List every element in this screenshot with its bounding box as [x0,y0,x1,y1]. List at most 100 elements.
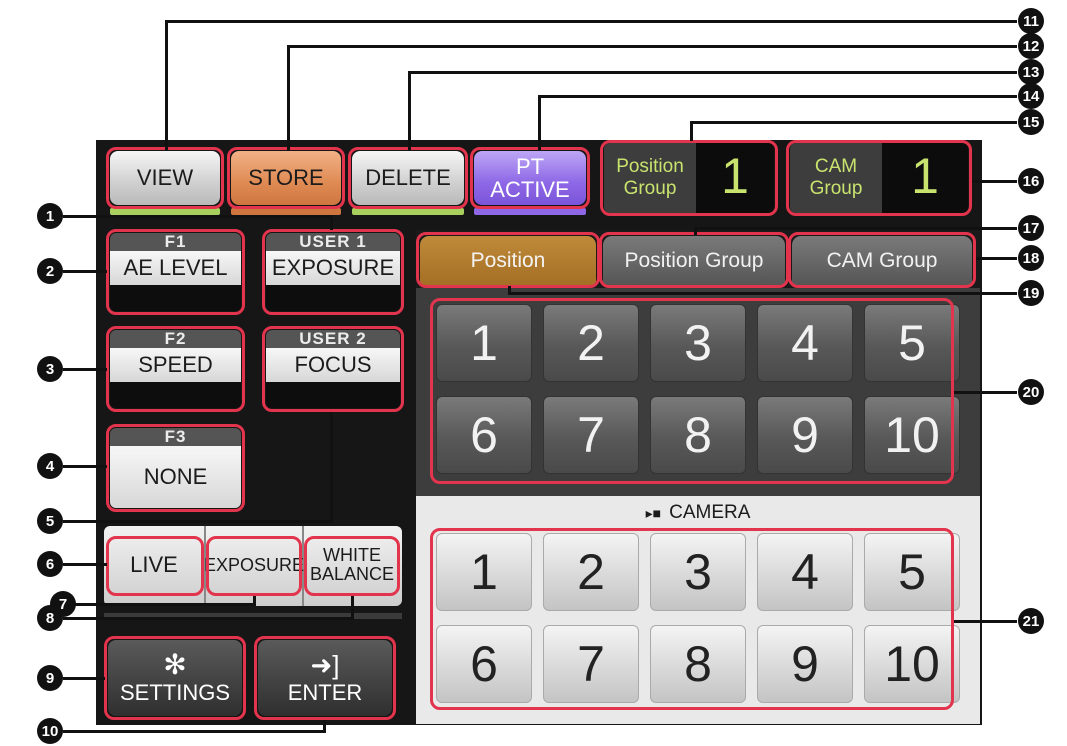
camera-button[interactable]: 2 [543,533,639,611]
callout-badge-3: 3 [37,356,63,382]
f1-outline [106,229,245,315]
callout-line-6 [63,563,107,566]
position-button[interactable]: 3 [650,304,746,382]
gear-icon: ✻ [163,649,187,680]
callout-line-15-v [690,121,693,141]
camera-button[interactable]: 3 [650,533,746,611]
callout-badge-19: 19 [1018,280,1044,306]
callout-badge-11: 11 [1018,8,1044,34]
callout-line-12-v [287,45,290,150]
f1-label: AE LEVEL [110,251,241,285]
callout-line-18 [976,257,1017,260]
tab-position[interactable]: Position [420,236,596,286]
camera-grid-outline [430,528,954,710]
callout-line-19-v [508,286,511,294]
camera-button[interactable]: 10 [864,625,960,703]
callout-badge-5: 5 [37,508,63,534]
camera-title: CAMERA [669,502,751,523]
white-balance-button[interactable]: WHITE BALANCE [304,538,400,592]
mode-divider-1 [204,526,206,606]
callout-line-8-v [351,596,354,620]
position-button[interactable]: 5 [864,304,960,382]
f3-tag: F3 [110,428,241,446]
enter-button[interactable]: ➜] ENTER [258,640,392,716]
position-button[interactable]: 1 [436,304,532,382]
cam-group-value: 1 [911,148,939,204]
settings-outline [104,636,246,720]
callout-line-14-h [538,95,1017,98]
f3-key[interactable]: F3 NONE [110,428,241,508]
callout-line-1-h [63,215,333,218]
user1-outline [262,229,404,315]
callout-line-20 [954,391,1017,394]
camera-button[interactable]: 9 [757,625,853,703]
user2-key[interactable]: USER 2 FOCUS [266,330,400,408]
callout-badge-21: 21 [1018,608,1044,634]
callout-line-8-h [63,617,354,620]
tab-position-group-outline [599,232,789,288]
f1-tag: F1 [110,233,241,251]
callout-line-10-v [323,720,326,733]
position-button[interactable]: 8 [650,396,746,474]
live-outline [106,536,204,596]
camera-button[interactable]: 1 [436,533,532,611]
camera-button[interactable]: 7 [543,625,639,703]
user2-label: FOCUS [266,348,400,382]
callout-line-19-h [508,292,1017,295]
callout-line-4 [63,465,107,468]
callout-line-11-h [165,20,1017,23]
callout-line-9 [63,677,105,680]
callout-line-10-h [63,730,326,733]
callout-badge-13: 13 [1018,59,1044,85]
callout-line-3 [63,368,107,371]
tab-cam-group[interactable]: CAM Group [792,236,972,286]
callout-line-7-h [63,603,256,606]
white-balance-line1: WHITE [323,545,381,566]
callout-line-21 [954,620,1017,623]
callout-line-16 [972,180,1017,183]
user1-key[interactable]: USER 1 EXPOSURE [266,233,400,311]
camera-button[interactable]: 4 [757,533,853,611]
position-group-value: 1 [721,148,749,204]
callout-line-1-v [330,215,333,230]
pt-active-line2: ACTIVE [490,177,570,202]
camera-button[interactable]: 6 [436,625,532,703]
store-outline [227,147,345,209]
f3-label: NONE [110,446,241,508]
position-button[interactable]: 10 [864,396,960,474]
view-button[interactable]: VIEW [110,151,220,205]
pt-active-button[interactable]: PT ACTIVE [474,151,586,205]
mode-divider-2 [302,526,304,606]
live-button[interactable]: LIVE [130,552,178,578]
callout-badge-14: 14 [1018,83,1044,109]
settings-button[interactable]: ✻ SETTINGS [108,640,242,716]
callout-line-12-h [287,45,1017,48]
callout-badge-17: 17 [1018,215,1044,241]
exposure-mode-button[interactable]: EXPOSURE [203,554,305,575]
callout-line-2 [63,270,107,273]
f2-label: SPEED [110,348,241,382]
store-button[interactable]: STORE [231,151,341,205]
position-button[interactable]: 6 [436,396,532,474]
callout-line-11-v [165,20,168,150]
tab-position-group[interactable]: Position Group [603,236,785,286]
f2-key[interactable]: F2 SPEED [110,330,241,408]
user1-tag: USER 1 [266,233,400,251]
user2-outline [262,326,404,412]
position-button[interactable]: 7 [543,396,639,474]
position-button[interactable]: 9 [757,396,853,474]
camera-button[interactable]: 8 [650,625,746,703]
enter-icon: ➜] [310,650,340,680]
f1-key[interactable]: F1 AE LEVEL [110,233,241,311]
delete-button[interactable]: DELETE [352,151,464,205]
position-button[interactable]: 2 [543,304,639,382]
position-button[interactable]: 4 [757,304,853,382]
f3-outline [106,424,245,512]
callout-line-13-h [408,71,1017,74]
camera-button[interactable]: 5 [864,533,960,611]
f2-outline [106,326,245,412]
